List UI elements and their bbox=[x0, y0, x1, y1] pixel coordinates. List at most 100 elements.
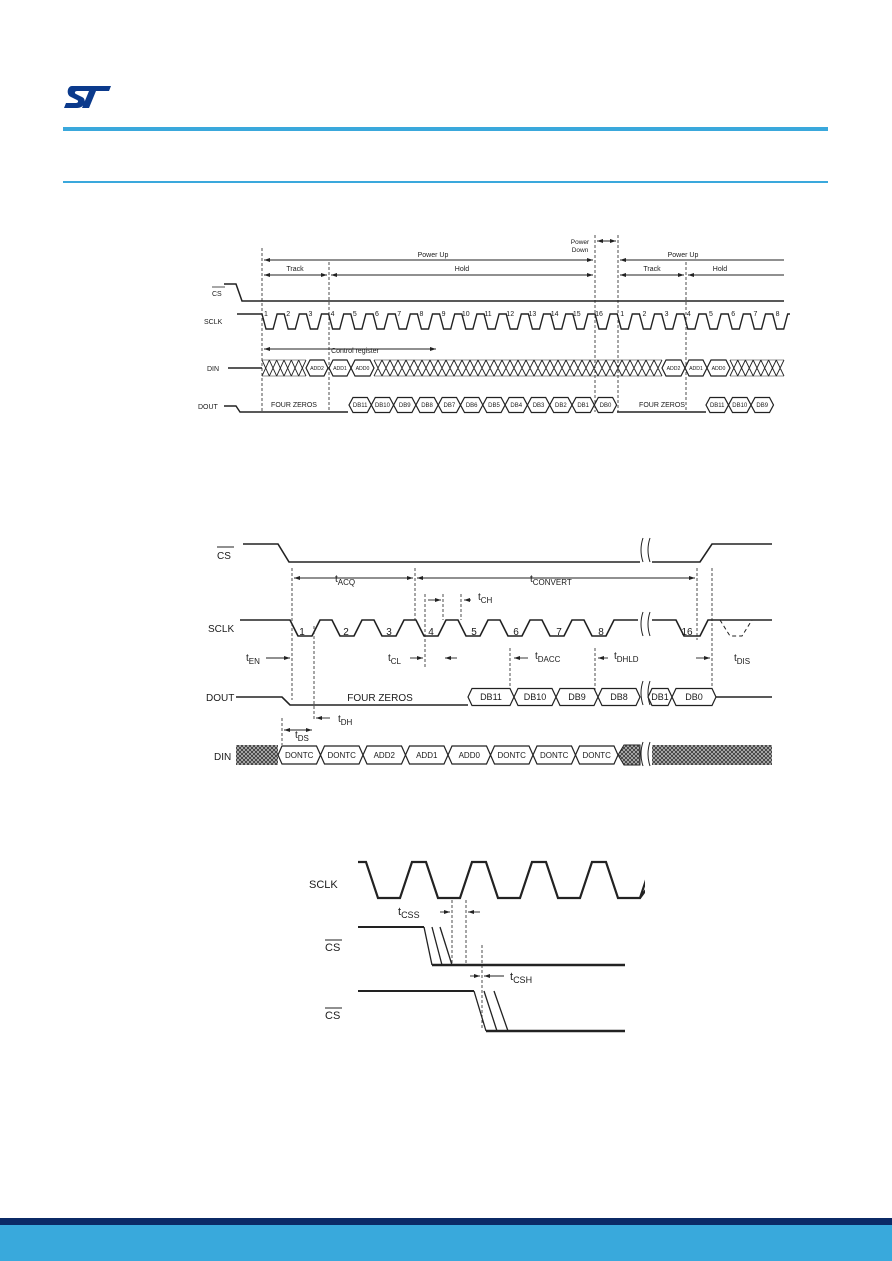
clock-number-2: 7 bbox=[556, 627, 562, 638]
din-signal-label: DIN bbox=[207, 366, 219, 373]
clock-number: 5 bbox=[353, 311, 357, 318]
sclk-waveform-2b bbox=[652, 619, 772, 637]
svg-text:tDS: tDS bbox=[295, 730, 309, 743]
cs-signal-label-3: CS bbox=[325, 942, 340, 954]
svg-text:tCSS: tCSS bbox=[398, 906, 420, 920]
t-acq-symbol: t bbox=[335, 574, 338, 585]
svg-text:tDHLD: tDHLD bbox=[614, 651, 639, 664]
sclk-waveform-3 bbox=[358, 860, 645, 900]
dout-cell-label: DB11 bbox=[353, 403, 368, 409]
din-cell-label: ADD1 bbox=[333, 366, 347, 372]
dout-cell-label: DB10 bbox=[375, 403, 391, 409]
din-cell-2-label: ADD2 bbox=[374, 751, 396, 760]
svg-text:tDH: tDH bbox=[338, 714, 353, 727]
din-cell-2-label: ADD0 bbox=[459, 751, 481, 760]
t-css-sub: CSS bbox=[401, 910, 420, 920]
dout-cell-label: DB9 bbox=[756, 403, 768, 409]
hold-label-1: Hold bbox=[455, 266, 470, 273]
din-cell-label: ADD1 bbox=[689, 366, 703, 372]
serial-interface-timing-diagram: Power Up Power Down Power Up Track Hold … bbox=[198, 235, 790, 414]
clock-number: 2 bbox=[286, 311, 290, 318]
sclk-dashed-pulse bbox=[719, 619, 753, 637]
dout-cell-label: DB9 bbox=[399, 403, 411, 409]
din-dont-care-end bbox=[652, 745, 772, 765]
t-acq-sub: ACQ bbox=[338, 578, 355, 587]
clock-number: 7 bbox=[397, 311, 401, 318]
dout-cell-label: DB3 bbox=[533, 403, 545, 409]
track-label-1: Track bbox=[286, 266, 304, 273]
sclk-signal-label-3: SCLK bbox=[309, 879, 338, 891]
clock-number-2: 1 bbox=[299, 627, 305, 638]
clock-number: 4 bbox=[687, 311, 691, 318]
t-cl-symbol: t bbox=[388, 653, 391, 664]
sclk-waveform-2a bbox=[240, 619, 638, 637]
t-dhld-sub: DHLD bbox=[617, 655, 639, 664]
din-cell-2-label: DONTC bbox=[498, 751, 527, 760]
clock-number: 3 bbox=[308, 311, 312, 318]
din-cell bbox=[706, 359, 731, 377]
din-cell-2-label: DONTC bbox=[540, 751, 569, 760]
dout-cell-label: DB2 bbox=[555, 403, 567, 409]
svg-text:tCSH: tCSH bbox=[510, 971, 532, 985]
t-dhld-symbol: t bbox=[614, 651, 617, 662]
cs-signal-label-2: CS bbox=[217, 551, 231, 562]
t-ds-symbol: t bbox=[295, 730, 298, 741]
t-csh-sub: CSH bbox=[513, 975, 532, 985]
clock-number: 4 bbox=[331, 311, 335, 318]
four-zeros-label-2: FOUR ZEROS bbox=[639, 402, 685, 409]
dout-cell-2-label: DB0 bbox=[685, 692, 703, 702]
clock-number: 16 bbox=[595, 311, 603, 318]
clock-number-2: 16 bbox=[681, 627, 693, 638]
sclk-signal-label: SCLK bbox=[204, 319, 223, 326]
dout-signal-label: DOUT bbox=[198, 404, 219, 411]
clock-number: 6 bbox=[375, 311, 379, 318]
svg-text:tEN: tEN bbox=[246, 653, 260, 666]
clock-number: 1 bbox=[264, 311, 268, 318]
svg-text:tCL: tCL bbox=[388, 653, 402, 666]
din-cell-label: ADD0 bbox=[712, 366, 726, 372]
t-dh-symbol: t bbox=[338, 714, 341, 725]
dout-cell-label: DB4 bbox=[510, 403, 522, 409]
dout-cell-2-label: DB1 bbox=[651, 692, 669, 702]
sclk-dout-din-timing-diagram: CS bbox=[206, 537, 772, 767]
svg-text:tDACC: tDACC bbox=[535, 651, 561, 664]
clock-number: 11 bbox=[484, 311, 491, 318]
dout-cell-2-label: DB9 bbox=[568, 692, 586, 702]
t-dacc-symbol: t bbox=[535, 651, 538, 662]
dout-cell-2 bbox=[597, 687, 641, 707]
dout-cell-label: DB10 bbox=[732, 403, 748, 409]
din-dont-care-mid bbox=[617, 744, 641, 766]
dout-cell-label: DB7 bbox=[444, 403, 456, 409]
cs-setup-hold-timing-diagram: SCLK tCSS tCSH CS CS bbox=[309, 860, 645, 1033]
dout-cell bbox=[750, 396, 775, 414]
din-dont-care-start bbox=[236, 745, 278, 765]
header-rule-top bbox=[63, 127, 828, 131]
din-dont-care-1 bbox=[261, 359, 307, 377]
dout-cell-label: DB11 bbox=[710, 403, 725, 409]
four-zeros-label-1: FOUR ZEROS bbox=[271, 402, 317, 409]
clock-number: 10 bbox=[462, 311, 470, 318]
clock-number: 3 bbox=[665, 311, 669, 318]
din-cell bbox=[305, 359, 329, 377]
t-convert-symbol: t bbox=[530, 574, 533, 585]
clock-number-2: 6 bbox=[513, 627, 519, 638]
clock-number: 8 bbox=[776, 311, 780, 318]
t-dis-sub: DIS bbox=[737, 657, 750, 666]
clock-number: 6 bbox=[731, 311, 735, 318]
t-ch-symbol: t bbox=[478, 592, 481, 603]
t-dis-symbol: t bbox=[734, 653, 737, 664]
t-convert-sub: CONVERT bbox=[533, 578, 572, 587]
t-csh-symbol: t bbox=[510, 971, 513, 983]
clock-number: 1 bbox=[620, 311, 624, 318]
cs-signal-label: CS bbox=[212, 291, 222, 298]
t-ch-sub: CH bbox=[481, 596, 493, 605]
svg-text:tCH: tCH bbox=[478, 592, 493, 605]
clock-number: 13 bbox=[529, 311, 537, 318]
clock-number-2: 2 bbox=[343, 627, 349, 638]
